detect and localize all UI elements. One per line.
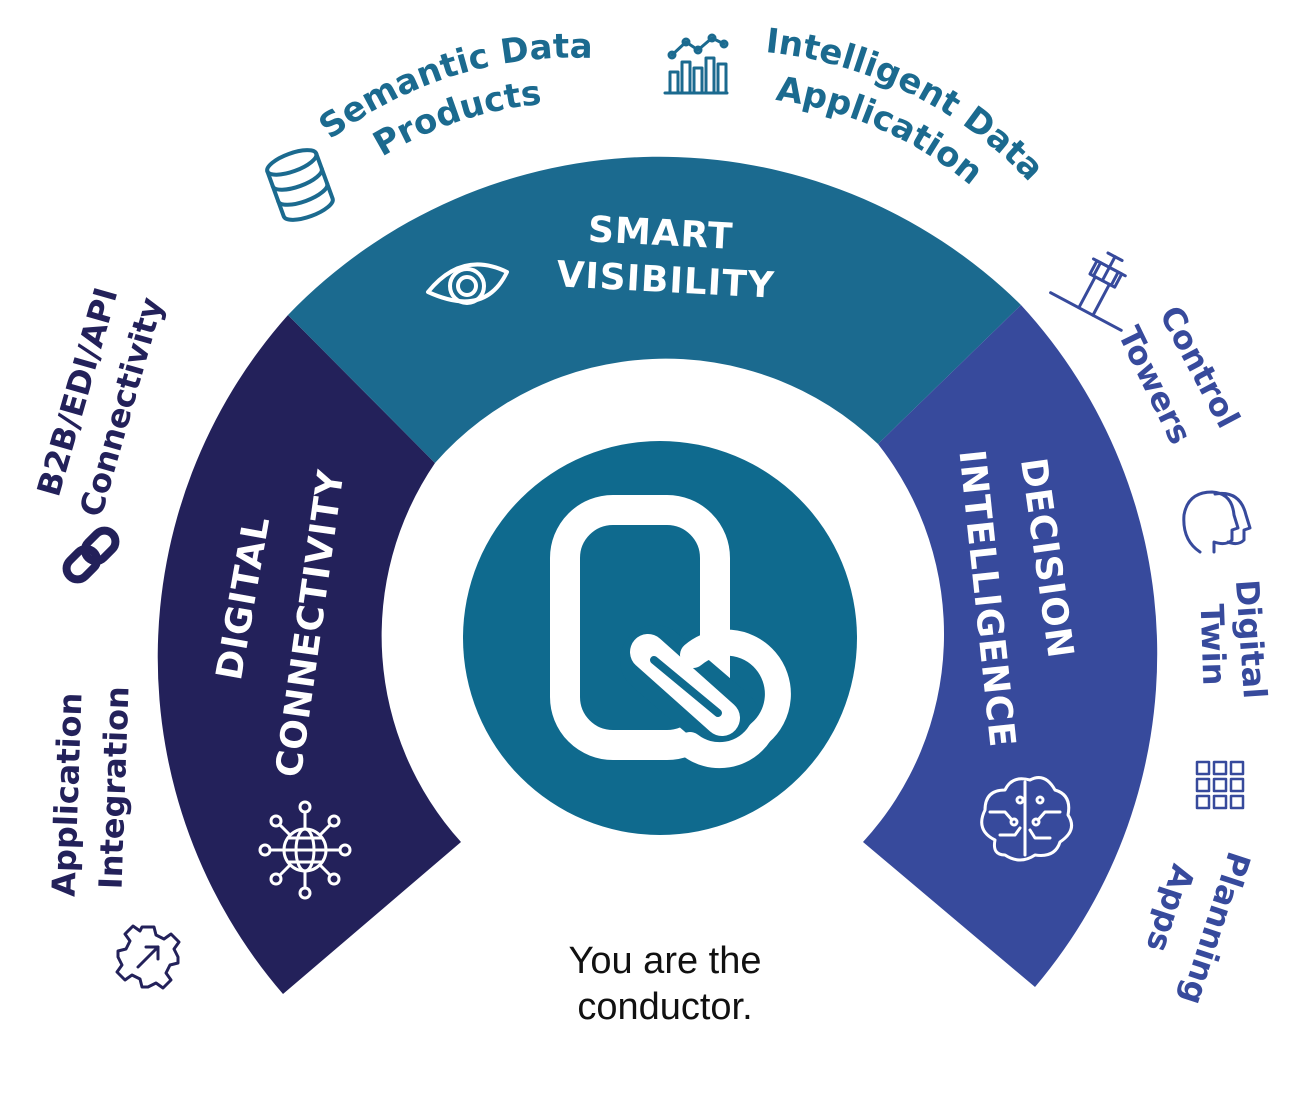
eye-icon <box>426 262 509 305</box>
link-icon <box>62 526 120 584</box>
bar-chart-icon <box>663 33 729 95</box>
caption: You are the conductor. <box>505 938 825 1030</box>
caption-line2: conductor. <box>577 986 753 1028</box>
application-integration-line2: Integration <box>91 686 136 890</box>
caption-line1: You are the <box>568 940 762 982</box>
digital-twin-line1: Digital <box>1228 578 1274 700</box>
segment-digital-connectivity <box>157 315 462 994</box>
apps-grid-icon <box>1195 760 1245 810</box>
digital-twin-line2: Twin <box>1193 603 1234 686</box>
digital-twin-heads-icon <box>1182 490 1252 554</box>
segment-smart-visibility <box>288 156 1021 463</box>
smart-visibility-line1: SMART <box>587 209 734 258</box>
brain-icon <box>980 776 1074 862</box>
control-tower-icon <box>1049 251 1127 332</box>
application-integration-line1: Application <box>44 692 89 897</box>
segment-decision-intelligence <box>863 305 1158 987</box>
database-icon <box>265 148 335 222</box>
gear-arrow-icon <box>115 924 181 990</box>
globe-network-icon <box>258 800 352 900</box>
chain-link-q-logo <box>550 495 791 769</box>
